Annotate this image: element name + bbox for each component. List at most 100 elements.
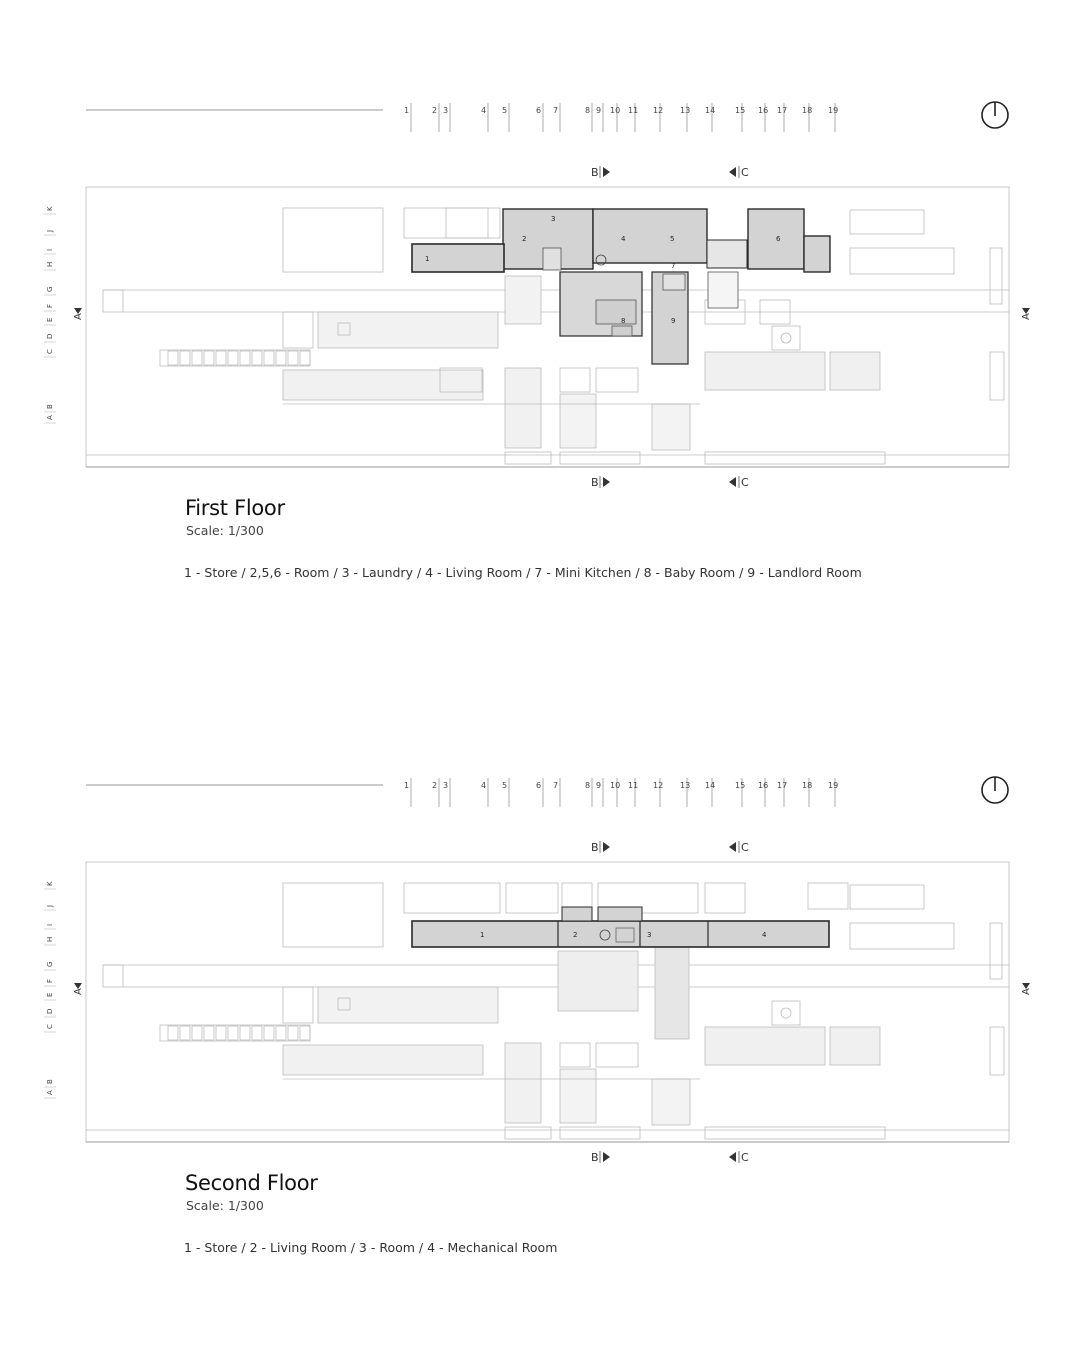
grid-row-label: K xyxy=(46,206,54,211)
stair-step xyxy=(215,350,227,366)
svg-text:A: A xyxy=(1021,988,1032,995)
grid-row-label: D xyxy=(46,1009,54,1014)
grid-column-label: 10 xyxy=(610,781,620,790)
grid-column-label: 15 xyxy=(735,106,745,115)
stair-step xyxy=(179,350,191,366)
grid-column-label: 8 xyxy=(585,781,590,790)
stair-step xyxy=(275,1025,287,1041)
svg-text:B: B xyxy=(591,476,599,489)
grid-row-label: I xyxy=(46,249,54,251)
site-context xyxy=(85,186,1010,468)
room-legend: 1 - Store / 2 - Living Room / 3 - Room /… xyxy=(184,1240,558,1255)
stair-steps xyxy=(167,1025,311,1041)
grid-column-label: 2 xyxy=(432,781,437,790)
grid-row-label: G xyxy=(46,287,54,292)
north-arrow-icon xyxy=(981,101,1009,129)
grid-column-label: 18 xyxy=(802,781,812,790)
svg-text:C: C xyxy=(741,1151,749,1164)
grid-row-label: F xyxy=(46,304,54,308)
stair-step xyxy=(263,1025,275,1041)
stair-step xyxy=(191,1025,203,1041)
first-floor-rooms xyxy=(411,208,831,365)
grid-column-label: 19 xyxy=(828,781,838,790)
grid-row-label: H xyxy=(46,937,54,942)
grid-column-label: 3 xyxy=(443,781,448,790)
stair-step xyxy=(203,350,215,366)
grid-row-label: H xyxy=(46,262,54,267)
section-marker-a-right: A xyxy=(1021,308,1032,320)
grid-row-label: E xyxy=(46,318,54,322)
grid-row-label: J xyxy=(46,230,54,233)
section-marker-a-right: A xyxy=(1021,983,1032,995)
section-marker-b-bottom: B xyxy=(591,476,610,489)
stair-step xyxy=(239,350,251,366)
grid-column-label: 17 xyxy=(777,106,787,115)
grid-row-label: B xyxy=(46,404,54,409)
svg-text:1: 1 xyxy=(480,931,484,939)
grid-column-label: 17 xyxy=(777,781,787,790)
stair-step xyxy=(191,350,203,366)
grid-column-label: 1 xyxy=(404,106,409,115)
svg-text:7: 7 xyxy=(671,262,675,270)
section-marker-c-bottom: C xyxy=(729,476,749,489)
stair-step xyxy=(275,350,287,366)
grid-row-label: K xyxy=(46,881,54,886)
section-marker-c-top: C xyxy=(729,166,749,179)
grid-column-label: 7 xyxy=(553,781,558,790)
svg-text:6: 6 xyxy=(776,235,781,243)
grid-column-label: 16 xyxy=(758,106,768,115)
floor-title: First Floor xyxy=(185,496,285,520)
grid-column-label: 16 xyxy=(758,781,768,790)
grid-column-label: 2 xyxy=(432,106,437,115)
grid-column-label: 10 xyxy=(610,106,620,115)
grid-column-label: 8 xyxy=(585,106,590,115)
section-marker-a-left: A xyxy=(73,983,84,995)
grid-row-label: C xyxy=(46,349,54,354)
grid-row-label: F xyxy=(46,979,54,983)
stair-step xyxy=(299,1025,311,1041)
svg-text:B: B xyxy=(591,1151,599,1164)
grid-column-label: 1 xyxy=(404,781,409,790)
grid-column-label: 12 xyxy=(653,106,663,115)
section-marker-b-bottom: B xyxy=(591,1151,610,1164)
svg-text:C: C xyxy=(741,841,749,854)
grid-column-label: 15 xyxy=(735,781,745,790)
stair-step xyxy=(263,350,275,366)
stair-step xyxy=(227,1025,239,1041)
stair-step xyxy=(167,1025,179,1041)
stair-step xyxy=(179,1025,191,1041)
second-floor-rooms xyxy=(411,906,830,948)
stair-step xyxy=(239,1025,251,1041)
svg-text:3: 3 xyxy=(647,931,651,939)
grid-column-label: 14 xyxy=(705,781,715,790)
stair-step xyxy=(203,1025,215,1041)
stair-step xyxy=(287,350,299,366)
grid-row-label: D xyxy=(46,334,54,339)
svg-text:9: 9 xyxy=(671,317,675,325)
grid-column-label: 18 xyxy=(802,106,812,115)
stair-step xyxy=(167,350,179,366)
svg-text:4: 4 xyxy=(762,931,767,939)
svg-text:3: 3 xyxy=(551,215,555,223)
stair-step xyxy=(251,1025,263,1041)
north-arrow-icon xyxy=(981,776,1009,804)
grid-row-label: A xyxy=(46,1090,54,1095)
grid-row-label: G xyxy=(46,962,54,967)
svg-text:C: C xyxy=(741,476,749,489)
grid-column-label: 11 xyxy=(628,106,638,115)
grid-row-label: B xyxy=(46,1079,54,1084)
grid-column-label: 6 xyxy=(536,106,541,115)
svg-text:1: 1 xyxy=(425,255,429,263)
section-marker-c-bottom: C xyxy=(729,1151,749,1164)
stair-step xyxy=(251,350,263,366)
floor-scale: Scale: 1/300 xyxy=(186,523,264,538)
grid-column-label: 14 xyxy=(705,106,715,115)
svg-text:4: 4 xyxy=(621,235,626,243)
grid-column-label: 12 xyxy=(653,781,663,790)
stair-step xyxy=(227,350,239,366)
grid-column-label: 13 xyxy=(680,781,690,790)
